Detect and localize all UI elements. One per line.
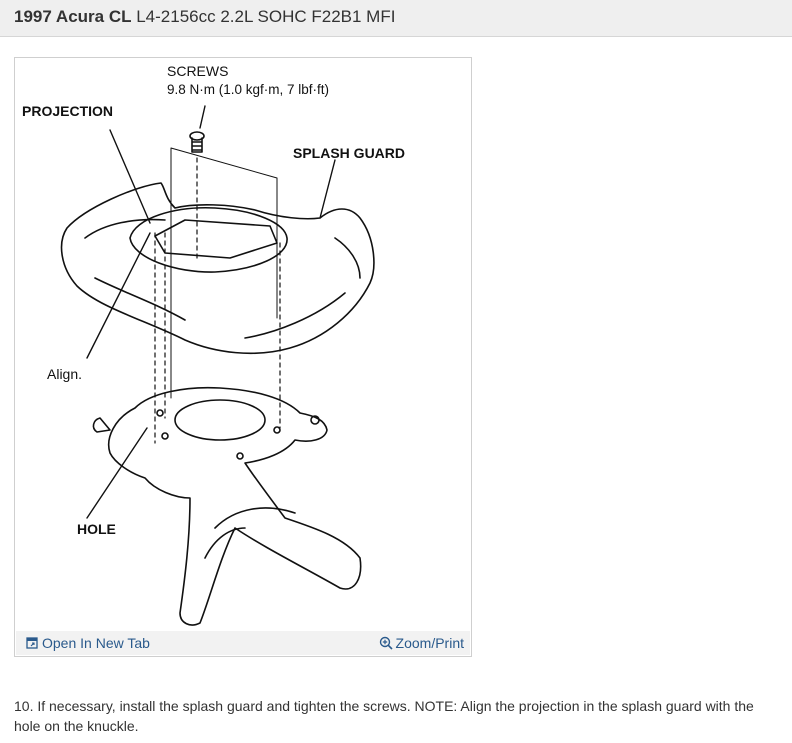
open-in-new-tab-link[interactable]: Open In New Tab xyxy=(26,635,150,651)
zoom-print-label: Zoom/Print xyxy=(395,635,464,651)
splash-guard-diagram: SCREWS 9.8 N·m (1.0 kgf·m, 7 lbf·ft) PRO… xyxy=(22,63,405,626)
splash-guard-inner xyxy=(84,218,361,339)
splash-guard-outline xyxy=(60,182,375,355)
torque-label: 9.8 N·m (1.0 kgf·m, 7 lbf·ft) xyxy=(167,82,329,97)
align-label: Align. xyxy=(47,366,82,382)
external-window-icon xyxy=(26,637,38,649)
splash-guard-opening xyxy=(129,206,288,273)
splash-guard-label: SPLASH GUARD xyxy=(293,145,405,161)
page-header: 1997 Acura CL L4-2156cc 2.2L SOHC F22B1 … xyxy=(0,0,792,37)
hole-label: HOLE xyxy=(77,521,116,537)
figure-footer: Open In New Tab Zoom/Print xyxy=(16,631,470,655)
vehicle-title: 1997 Acura CL L4-2156cc 2.2L SOHC F22B1 … xyxy=(14,7,395,27)
magnifier-plus-icon xyxy=(379,636,393,650)
vehicle-title-bold: 1997 Acura CL xyxy=(14,7,132,26)
diagram-figure: SCREWS 9.8 N·m (1.0 kgf·m, 7 lbf·ft) PRO… xyxy=(14,57,472,657)
screws-label: SCREWS xyxy=(167,63,228,79)
vehicle-title-engine: L4-2156cc 2.2L SOHC F22B1 MFI xyxy=(136,7,396,26)
instruction-step: 10. If necessary, install the splash gua… xyxy=(14,698,754,734)
zoom-print-link[interactable]: Zoom/Print xyxy=(379,635,464,651)
knuckle-outline xyxy=(108,386,362,626)
screw-icon xyxy=(189,131,205,153)
projection-label: PROJECTION xyxy=(22,103,113,119)
open-in-new-tab-label: Open In New Tab xyxy=(42,635,150,651)
